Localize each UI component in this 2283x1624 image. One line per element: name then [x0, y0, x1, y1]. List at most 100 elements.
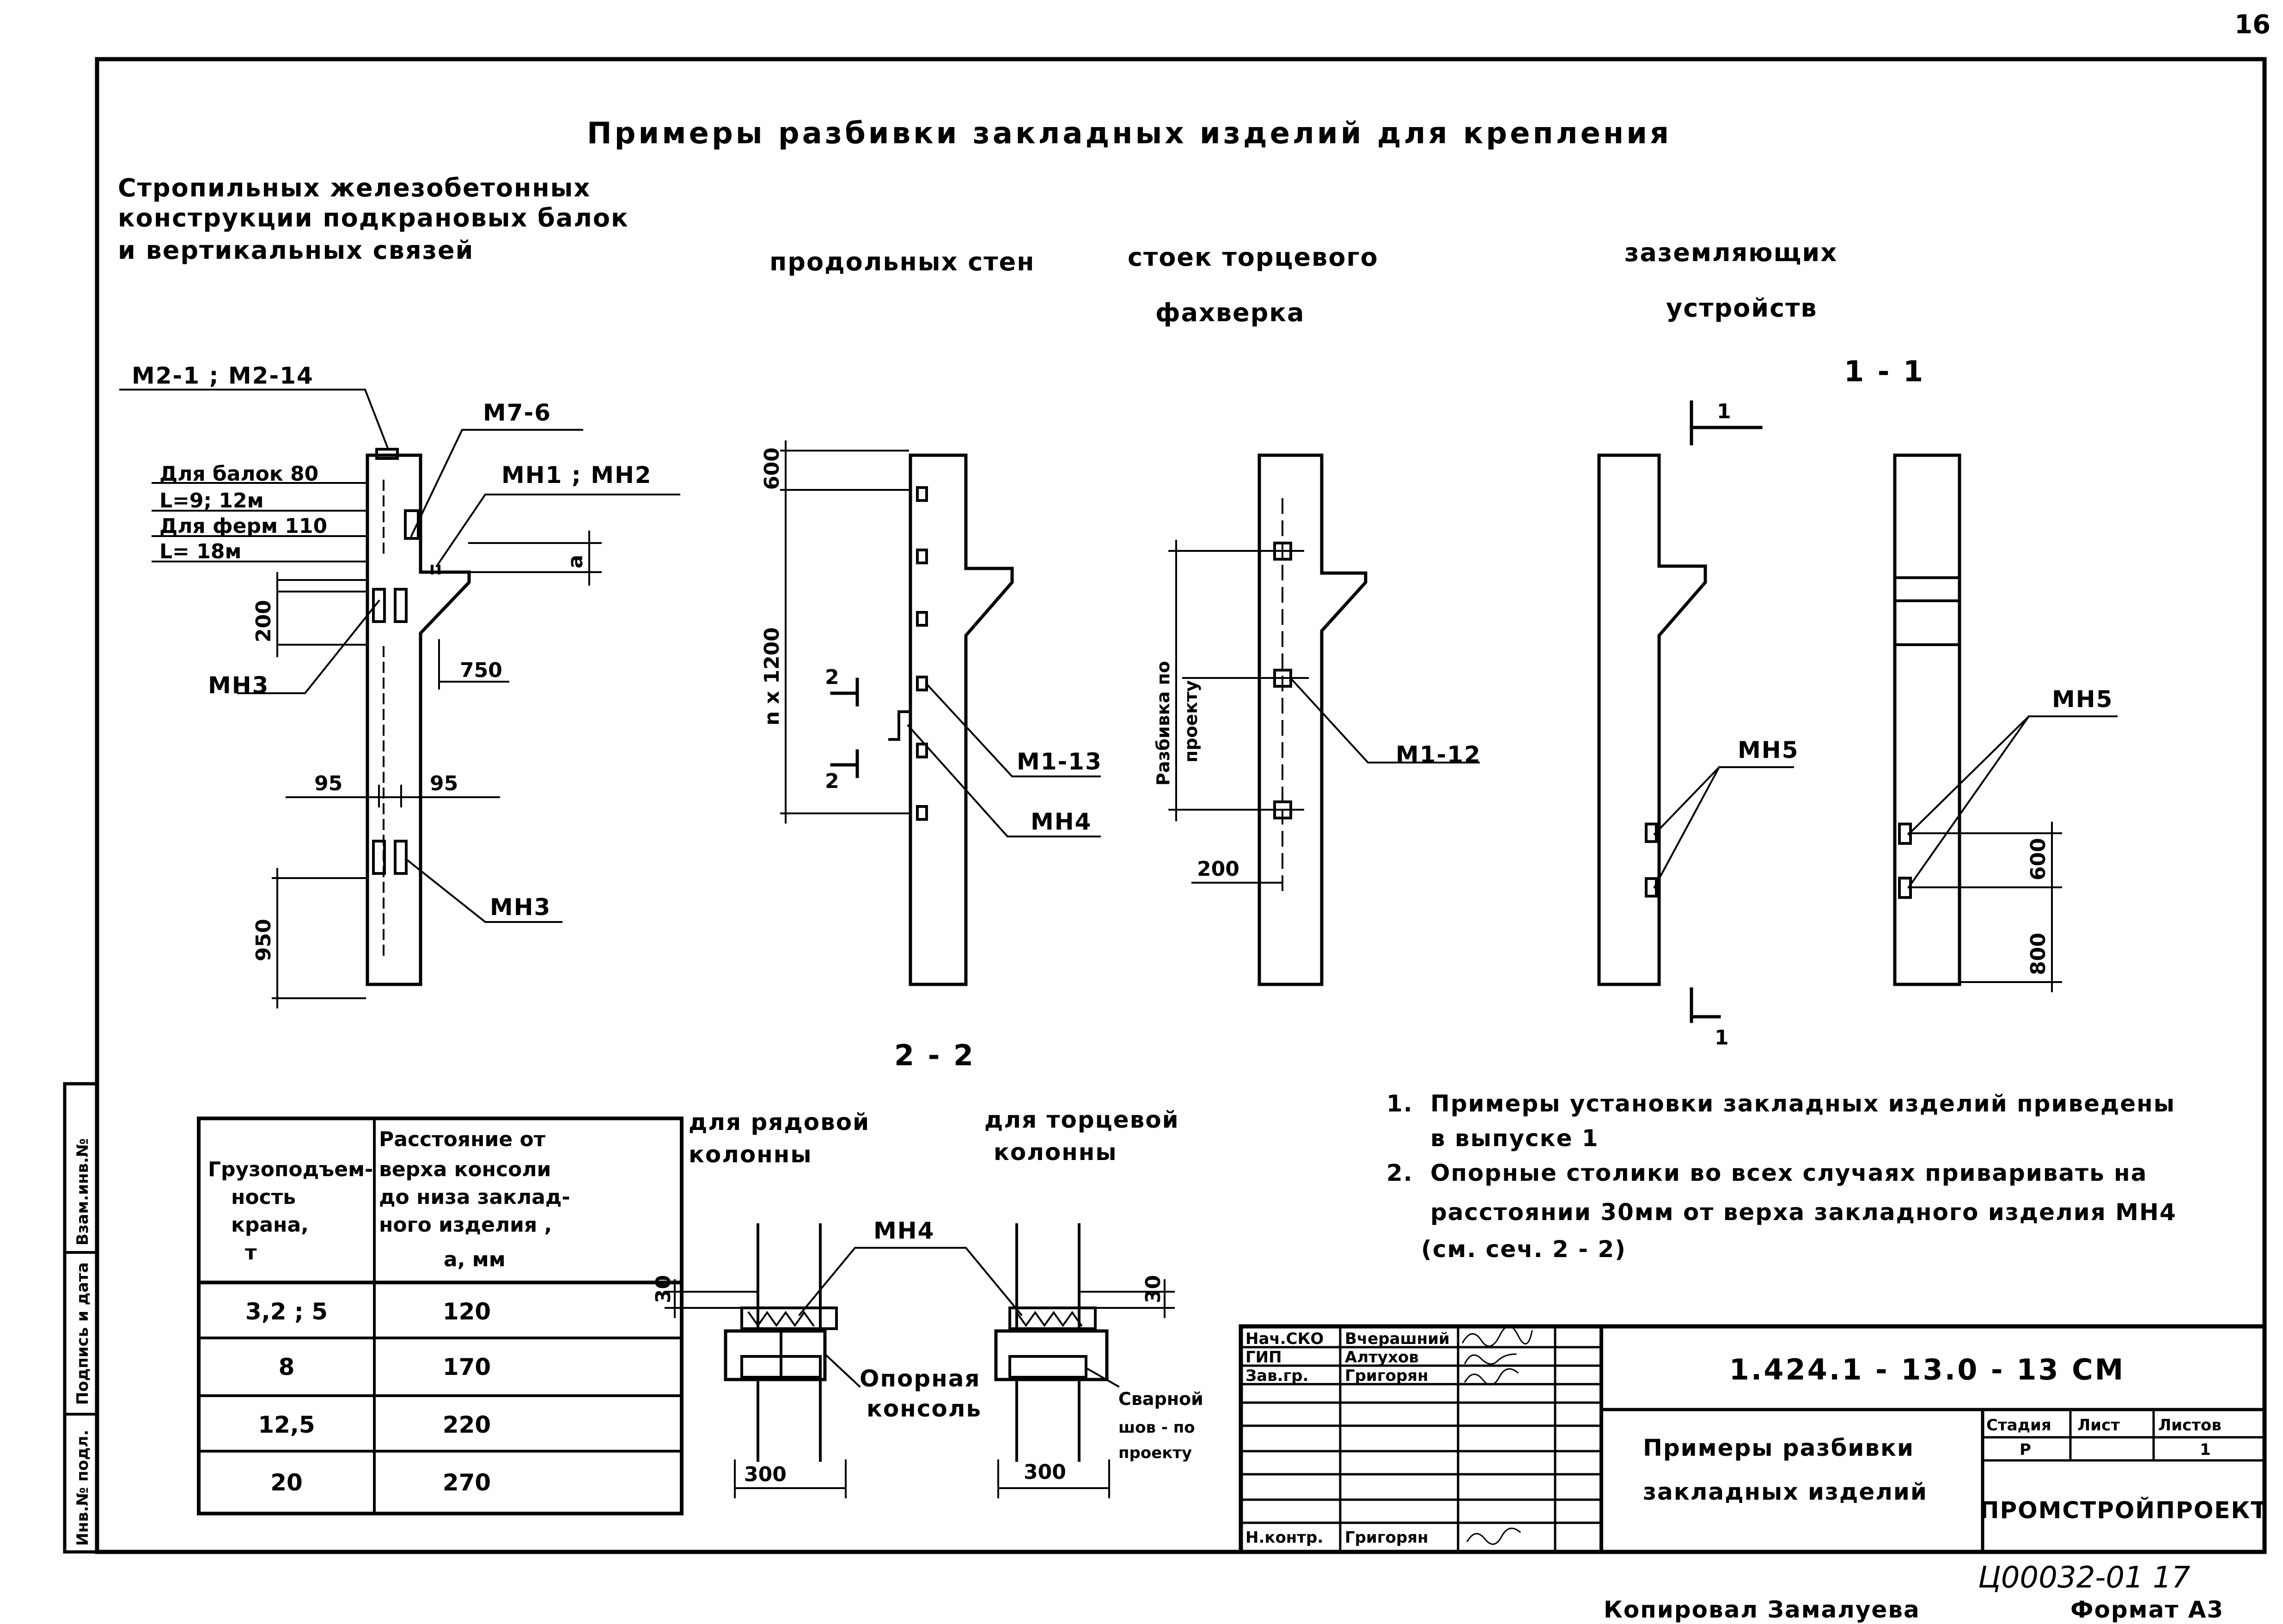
label-mn4-section: МН4 — [873, 1217, 934, 1244]
caption-long-walls: продольных стен — [769, 247, 1035, 276]
table-cell: 120 — [443, 1298, 491, 1325]
tb-role: Зав.гр. — [1245, 1367, 1309, 1385]
label-mn3-bottom: МН3 — [490, 894, 551, 921]
sheet-title-1: Примеры разбивки — [1643, 1435, 1914, 1461]
note-1-line-2: в выпуске 1 — [1430, 1125, 1599, 1152]
drawing-title: Примеры разбивки закладных изделий для к… — [587, 116, 1672, 151]
table-cell: 270 — [443, 1469, 491, 1496]
label-weld-2: шов - по — [1118, 1418, 1195, 1437]
table-cell: 220 — [443, 1411, 491, 1438]
diagram-end-post-dims — [1168, 540, 1480, 884]
cut-1-bottom: 1 — [1715, 1026, 1729, 1050]
sheets-value: 1 — [2200, 1441, 2211, 1459]
dim-600-ground: 600 — [2027, 838, 2050, 880]
cut-2-top: 2 — [825, 665, 839, 689]
dim-200-post: 200 — [1197, 857, 1239, 881]
left-strip-frame — [63, 1082, 99, 1554]
page-number: 16 — [2234, 10, 2271, 40]
label-support-2: консоль — [867, 1395, 982, 1422]
note-1-line-1: Примеры установки закладных изделий прив… — [1430, 1090, 2175, 1117]
label-mn5-a: МН5 — [1738, 737, 1799, 763]
tb-name: Вчерашний — [1345, 1330, 1450, 1348]
table-cell: 12,5 — [258, 1411, 315, 1438]
crane-table-grid — [197, 1117, 684, 1515]
diagram-grounding-dims — [1653, 400, 2118, 1023]
sheet-title-2: закладных изделий — [1643, 1478, 1928, 1505]
label-mn1: МН1 ; МН2 — [501, 462, 652, 488]
caption-rafter-3: и вертикальных связей — [118, 236, 474, 265]
note-2-line-3: (см. сеч. 2 - 2) — [1421, 1236, 1626, 1263]
left-strip-inv: Инв.№ подл. — [73, 1430, 92, 1546]
cut-2-bottom: 2 — [825, 769, 839, 793]
note-2-line-2: расстоянии 30мм от верха закладного изде… — [1430, 1199, 2177, 1226]
section-2-2-row-column — [665, 1223, 847, 1498]
dim-layout-2: проекту — [1181, 680, 1201, 763]
sheet-frame — [95, 57, 2267, 1554]
caption-rafter-2: конструкции подкрановых балок — [118, 203, 629, 232]
tb-role: Нач.СКО — [1245, 1330, 1324, 1348]
section-2-2-end-column — [994, 1223, 1175, 1498]
dim-750: 750 — [460, 659, 502, 682]
dim-layout-1: Разбивка по — [1153, 661, 1173, 786]
dim-300-left: 300 — [744, 1463, 787, 1486]
dim-a: a — [564, 555, 587, 568]
dim-n-1200: n x 1200 — [760, 627, 784, 726]
diagram-grounding-column — [1597, 453, 1707, 986]
table-cell: 170 — [443, 1354, 491, 1380]
caption-row-column-1: для рядовой — [689, 1109, 870, 1136]
table-header-distance: Расстояние от верха консоли до низа закл… — [379, 1128, 577, 1271]
note-2-line-1: Опорные столики во всех случаях приварив… — [1430, 1160, 2147, 1186]
tb-name: Алтухов — [1345, 1348, 1419, 1367]
diagram-long-wall-column — [888, 453, 1014, 986]
dim-200: 200 — [252, 600, 275, 642]
label-m7: М7-6 — [483, 399, 551, 426]
label-weld-1: Сварной — [1118, 1389, 1203, 1409]
dim-300-right: 300 — [1024, 1460, 1066, 1484]
stage-header: Стадия — [1986, 1416, 2051, 1435]
caption-end-column-2: колонны — [994, 1139, 1117, 1166]
sheet-header: Лист — [2077, 1416, 2120, 1435]
drawing-code: 1.424.1 - 13.0 - 13 СМ — [1729, 1353, 2125, 1386]
label-beams-1: Для балок 80 — [159, 462, 318, 486]
dim-30-left: 30 — [652, 1275, 675, 1303]
caption-row-column-2: колонны — [689, 1141, 812, 1168]
inventory-number: Ц00032-01 17 — [1978, 1561, 2191, 1595]
section-1-1-label: 1 - 1 — [1844, 354, 1925, 388]
label-trusses-1: Для ферм 110 — [159, 514, 327, 538]
label-support-1: Опорная — [860, 1365, 981, 1392]
caption-grounding-1: заземляющих — [1624, 238, 1837, 267]
label-trusses-2: L= 18м — [159, 540, 241, 563]
diagram-rafter-column — [366, 448, 471, 986]
table-cell: 3,2 ; 5 — [245, 1298, 328, 1325]
dim-95-left: 95 — [314, 772, 342, 795]
dim-800-ground: 800 — [2027, 933, 2050, 975]
section-2-2-label: 2 - 2 — [894, 1038, 975, 1072]
table-cell: 8 — [279, 1354, 295, 1380]
diagram-grounding-section — [1893, 453, 1961, 986]
title-block-grid — [1239, 1324, 2267, 1554]
tb-role: Н.контр. — [1245, 1528, 1323, 1547]
diagram-long-wall-dims — [780, 440, 1101, 837]
signatures — [1461, 1325, 1533, 1545]
caption-end-column-1: для торцевой — [984, 1106, 1179, 1133]
label-m2: М2-1 ; М2-14 — [132, 362, 314, 389]
tb-name: Григорян — [1345, 1367, 1428, 1385]
caption-rafter-1: Стропильных железобетонных — [118, 173, 591, 202]
table-header-capacity: Грузоподъем- ность крана, т — [208, 1158, 380, 1264]
label-mn3-top: МН3 — [208, 672, 269, 699]
label-m1-13: М1-13 — [1017, 748, 1102, 775]
dim-95-right: 95 — [430, 772, 458, 795]
label-beams-2: L=9; 12м — [159, 489, 264, 513]
caption-end-posts-1: стоек торцевого — [1128, 243, 1379, 272]
tb-name: Григорян — [1345, 1528, 1428, 1547]
note-2-num: 2. — [1386, 1160, 1413, 1186]
left-strip-replace: Взам.инв.№ — [73, 1138, 92, 1245]
section-2-2-leaders — [798, 1247, 1120, 1388]
caption-end-posts-2: фахверка — [1155, 298, 1305, 327]
note-1-num: 1. — [1386, 1090, 1413, 1117]
table-cell: 20 — [270, 1469, 303, 1496]
dim-950: 950 — [252, 919, 275, 961]
label-weld-3: проекту — [1118, 1444, 1192, 1462]
label-m1-12: М1-12 — [1396, 741, 1481, 768]
